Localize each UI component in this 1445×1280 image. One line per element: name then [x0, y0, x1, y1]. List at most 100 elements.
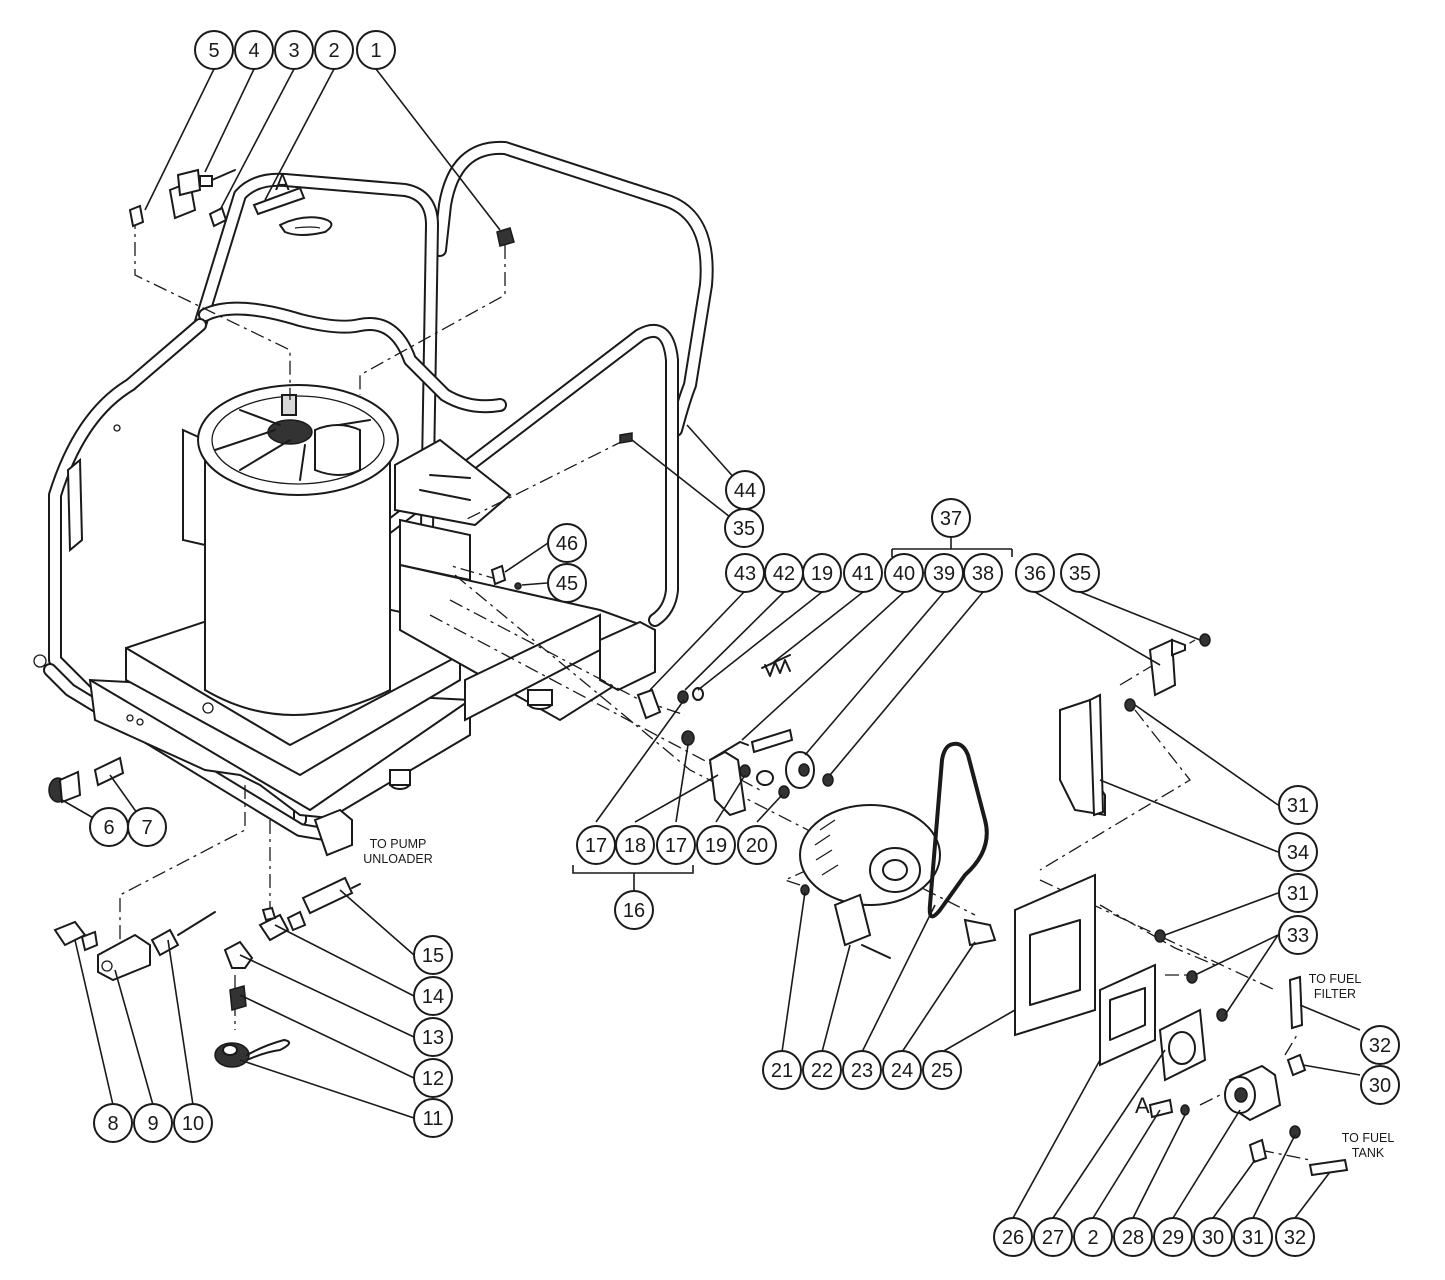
- callout-18: 18: [615, 825, 655, 865]
- callout-19: 19: [696, 825, 736, 865]
- callout-circle: [802, 1050, 842, 1090]
- callout-label: 4: [248, 40, 259, 62]
- callout-label: 45: [556, 573, 578, 595]
- callout-25: 25: [922, 1050, 962, 1090]
- callout-label: 31: [1242, 1227, 1264, 1249]
- callout-label: 30: [1202, 1227, 1224, 1249]
- callout-label: 17: [665, 835, 687, 857]
- callout-16: 16: [614, 890, 654, 930]
- callout-38: 38: [963, 553, 1003, 593]
- callout-circle: [1015, 553, 1055, 593]
- callout-circle: [615, 825, 655, 865]
- callout-circle: [1153, 1217, 1193, 1257]
- callout-label: 2: [328, 40, 339, 62]
- callout-17: 17: [656, 825, 696, 865]
- callout-label: 5: [208, 40, 219, 62]
- callout-label: 31: [1287, 883, 1309, 905]
- callout-circle: [696, 825, 736, 865]
- callout-circle: [1233, 1217, 1273, 1257]
- callout-11: 11: [413, 1098, 453, 1138]
- note-to-fuel-filter-line2: FILTER: [1314, 987, 1356, 1001]
- callout-42: 42: [764, 553, 804, 593]
- callout-label: 43: [734, 563, 756, 585]
- callout-label: 36: [1024, 563, 1046, 585]
- callout-label: 37: [940, 508, 962, 530]
- callout-circle: [843, 553, 883, 593]
- note-to-fuel-tank-line1: TO FUEL: [1342, 1131, 1395, 1145]
- callout-17: 17: [576, 825, 616, 865]
- callout-1: 1: [356, 30, 396, 70]
- callout-label: 40: [893, 563, 915, 585]
- callout-35: 35: [1060, 553, 1100, 593]
- callout-43: 43: [725, 553, 765, 593]
- callout-label: 15: [422, 945, 444, 967]
- callout-22: 22: [802, 1050, 842, 1090]
- callout-circle: [1073, 1217, 1113, 1257]
- callout-circle: [356, 30, 396, 70]
- callout-28: 28: [1113, 1217, 1153, 1257]
- callout-5: 5: [194, 30, 234, 70]
- callout-8: 8: [93, 1103, 133, 1143]
- callout-4: 4: [234, 30, 274, 70]
- callout-23: 23: [842, 1050, 882, 1090]
- callout-label: 33: [1287, 925, 1309, 947]
- callout-24: 24: [882, 1050, 922, 1090]
- callout-30: 30: [1193, 1217, 1233, 1257]
- callout-label: 11: [423, 1108, 444, 1130]
- callout-14: 14: [413, 976, 453, 1016]
- callout-7: 7: [127, 807, 167, 847]
- callout-label: 26: [1002, 1227, 1024, 1249]
- leader-lines: [61, 68, 1361, 1219]
- callout-39: 39: [924, 553, 964, 593]
- callout-label: 30: [1369, 1075, 1391, 1097]
- callout-circle: [1275, 1217, 1315, 1257]
- callout-circle: [1060, 553, 1100, 593]
- callout-32: 32: [1275, 1217, 1315, 1257]
- callout-label: 34: [1287, 842, 1309, 864]
- callout-label: 35: [733, 518, 755, 540]
- callout-33: 33: [1278, 915, 1318, 955]
- callout-label: 8: [107, 1113, 118, 1135]
- callout-46: 46: [547, 523, 587, 563]
- callout-26: 26: [993, 1217, 1033, 1257]
- callout-34: 34: [1278, 832, 1318, 872]
- callout-label: 39: [933, 563, 955, 585]
- callout-circle: [922, 1050, 962, 1090]
- callout-circle: [547, 563, 587, 603]
- callout-label: 27: [1042, 1227, 1064, 1249]
- callout-label: 7: [141, 817, 152, 839]
- callout-label: 22: [811, 1060, 833, 1082]
- callout-21: 21: [762, 1050, 802, 1090]
- callout-label: 17: [585, 835, 607, 857]
- callout-10: 10: [173, 1103, 213, 1143]
- callout-label: 35: [1069, 563, 1091, 585]
- callout-circle: [127, 807, 167, 847]
- callout-label: 46: [556, 533, 578, 555]
- callout-12: 12: [413, 1058, 453, 1098]
- callout-19: 19: [802, 553, 842, 593]
- callout-label: 25: [931, 1060, 953, 1082]
- roll-cage-frame: [33, 140, 714, 842]
- callout-circle: [884, 553, 924, 593]
- callout-label: 1: [370, 40, 381, 62]
- callout-40: 40: [884, 553, 924, 593]
- callout-31: 31: [1233, 1217, 1273, 1257]
- callout-circle: [274, 30, 314, 70]
- callout-label: 24: [891, 1060, 913, 1082]
- callout-27: 27: [1033, 1217, 1073, 1257]
- callout-circle: [133, 1103, 173, 1143]
- callout-36: 36: [1015, 553, 1055, 593]
- callout-circle: [93, 1103, 133, 1143]
- callout-label: 9: [147, 1113, 158, 1135]
- note-to-fuel-filter-line1: TO FUEL: [1309, 972, 1362, 986]
- callout-label: 32: [1369, 1035, 1391, 1057]
- callout-circle: [1360, 1065, 1400, 1105]
- callout-circle: [413, 935, 453, 975]
- callout-circle: [1113, 1217, 1153, 1257]
- small-parts: [48, 168, 1349, 1177]
- callout-41: 41: [843, 553, 883, 593]
- callout-circle: [724, 508, 764, 548]
- callout-circle: [1033, 1217, 1073, 1257]
- callout-label: 44: [734, 480, 756, 502]
- heater-coil-drum: [182, 384, 399, 716]
